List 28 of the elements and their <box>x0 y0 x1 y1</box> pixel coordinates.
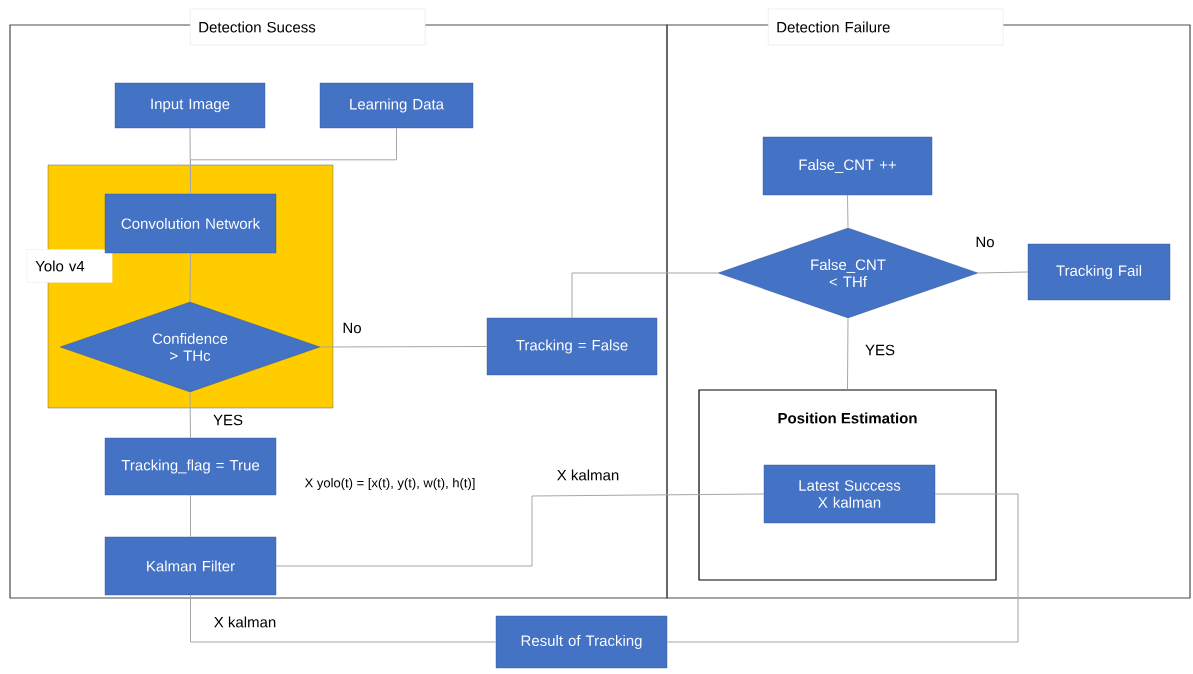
edge-label: No <box>341 321 363 335</box>
connector <box>847 194 849 229</box>
process-box: Result of Tracking <box>495 615 668 669</box>
edge-label: YES <box>864 343 896 357</box>
connector <box>571 272 719 319</box>
connector <box>189 391 191 439</box>
connector <box>847 317 849 390</box>
process-box: Input Image <box>114 82 266 129</box>
process-box: Tracking_flag = True <box>104 437 277 496</box>
formula-label: X yolo(t) = [x(t), y(t), w(t), h(t)] <box>303 476 477 492</box>
process-box: Learning Data <box>319 82 474 129</box>
connector <box>666 493 1019 643</box>
process-box: False_CNT ++ <box>762 136 933 196</box>
process-box: Latest Success X kalman <box>763 464 936 524</box>
process-box: Kalman Filter <box>104 536 277 596</box>
connector <box>190 494 191 538</box>
connector <box>319 346 488 348</box>
connector <box>190 594 497 643</box>
connector <box>275 493 765 567</box>
process-box: Convolution Network <box>104 193 277 254</box>
process-box: Tracking Fail <box>1027 243 1171 301</box>
connector <box>977 271 1029 274</box>
connector <box>189 252 191 303</box>
edge-label: YES <box>212 413 244 427</box>
edge-label: X kalman <box>212 615 278 629</box>
process-box: Tracking = False <box>486 317 658 376</box>
connector <box>190 127 397 195</box>
edge-label: X kalman <box>555 468 621 482</box>
